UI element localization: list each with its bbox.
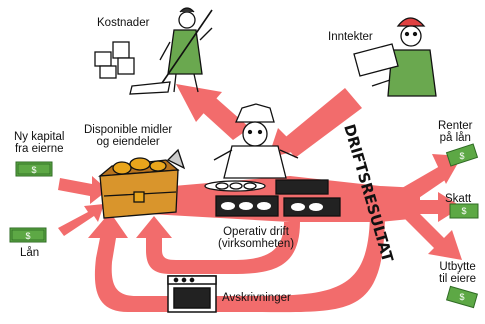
svg-text:$: $ [461, 206, 466, 216]
svg-text:$: $ [31, 165, 36, 175]
money-bill-loan: $ [9, 227, 47, 243]
arrow-to-interest [395, 166, 448, 204]
arrow-depreciation-loop [136, 216, 300, 274]
dividend-label: Utbytte til eiere [439, 261, 476, 285]
money-bill-dividend: $ [445, 285, 479, 309]
new-capital-label-line2: fra eierne [14, 143, 64, 155]
new-capital-label-line1: Ny kapital [14, 131, 65, 143]
money-bill-tax: $ [449, 203, 479, 219]
new-capital-label: Ny kapital fra eierne [14, 131, 65, 155]
arrow-income-to-operations [282, 88, 362, 158]
operations-illustration [204, 103, 341, 217]
money-bill-new-capital: $ [15, 161, 53, 177]
svg-text:$: $ [459, 151, 464, 161]
interest-label-line1: Renter [438, 120, 473, 132]
treasure-chest-icon [98, 148, 186, 219]
operations-label-line2: (virksomheten) [218, 238, 295, 250]
tax-label: Skatt [445, 193, 472, 205]
svg-text:$: $ [459, 292, 464, 302]
interest-label: Renter på lån [438, 120, 473, 144]
income-label: Inntekter [328, 31, 373, 43]
income-illustration [353, 17, 437, 97]
depreciation-label: Avskrivninger [222, 292, 291, 304]
costs-illustration [94, 7, 213, 95]
dividend-label-line1: Utbytte [439, 261, 476, 273]
arrow-to-tax [410, 200, 440, 214]
loans-label: Lån [20, 247, 40, 259]
assets-label: Disponible midler og eiendeler [84, 124, 172, 148]
interest-label-line2: på lån [439, 132, 471, 144]
arrow-new-capital [58, 176, 108, 204]
costs-label: Kostnader [97, 17, 150, 29]
arrow-loan [58, 204, 104, 236]
money-bill-interest: $ [445, 143, 479, 167]
arrow-operations-to-costs [200, 98, 250, 140]
svg-text:$: $ [25, 231, 30, 241]
arrow-costs-head [176, 84, 222, 122]
arrow-dividend-head [428, 230, 462, 260]
stove-icon [167, 275, 217, 313]
arrow-return-loop [88, 210, 385, 313]
assets-label-line2: og eiendeler [96, 136, 160, 148]
operations-label: Operativ drift (virksomheten) [218, 226, 294, 250]
operations-label-line1: Operativ drift [223, 226, 289, 238]
assets-label-line1: Disponible midler [84, 124, 173, 136]
dividend-label-line2: til eiere [439, 273, 477, 285]
arrow-to-dividend [400, 206, 446, 250]
